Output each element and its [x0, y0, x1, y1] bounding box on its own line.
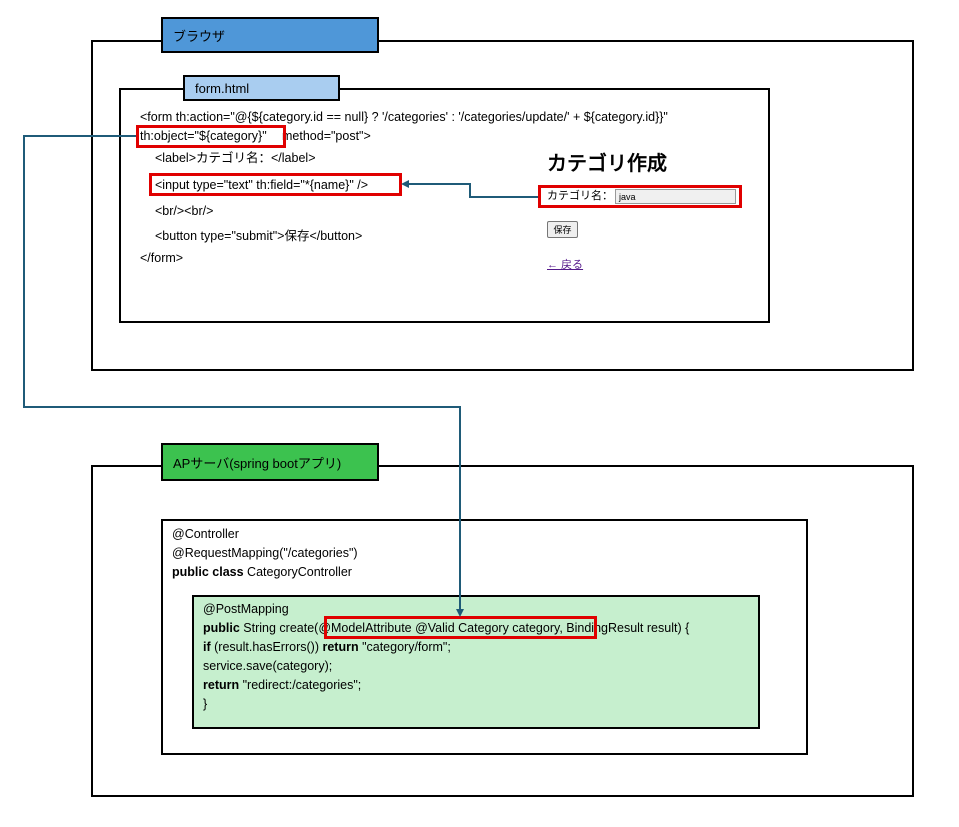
class-name: CategoryController — [243, 565, 352, 579]
preview-category-input[interactable]: java — [615, 189, 736, 204]
method-close-brace: } — [203, 697, 208, 711]
form-html-label: form.html — [183, 75, 340, 101]
preview-save-button[interactable]: 保存 — [547, 221, 578, 238]
if-return-value: "category/form"; — [358, 640, 451, 654]
redirect-value: "redirect:/categories"; — [239, 678, 362, 692]
public-keyword: public — [203, 621, 240, 635]
request-mapping-annotation: @RequestMapping("/categories") — [172, 546, 358, 560]
class-keyword: public class — [172, 565, 244, 579]
form-line-button: <button type="submit">保存</button> — [155, 229, 363, 243]
form-line-br: <br/><br/> — [155, 204, 214, 218]
return-keyword-2: return — [203, 678, 240, 692]
preview-back-link[interactable]: ← 戻る — [547, 259, 584, 271]
class-declaration: public class CategoryController — [172, 566, 352, 579]
highlight-model-attribute — [324, 616, 597, 639]
ap-server-label: APサーバ(spring bootアプリ) — [161, 443, 379, 481]
highlight-preview-field — [538, 185, 742, 208]
preview-field-label: カテゴリ名： — [547, 190, 613, 202]
if-keyword: if — [203, 640, 211, 654]
if-condition: (result.hasErrors()) — [210, 640, 323, 654]
form-line-method: method="post"> — [282, 129, 371, 143]
signature-end: , BindingResult result) { — [559, 621, 690, 635]
highlight-th-object — [136, 125, 286, 148]
post-mapping-annotation: @PostMapping — [203, 602, 289, 616]
save-line: service.save(category); — [203, 659, 333, 673]
if-line: if (result.hasErrors()) return "category… — [203, 641, 451, 654]
signature-start: String create( — [239, 621, 319, 635]
form-line-label: <label>カテゴリ名：</label> — [155, 151, 316, 165]
return-keyword: return — [322, 640, 359, 654]
form-line-1: <form th:action="@{${category.id == null… — [140, 110, 668, 124]
redirect-line: return "redirect:/categories"; — [203, 679, 361, 692]
model-attribute-param: @ModelAttribute @Valid Category category — [318, 621, 560, 635]
controller-annotation: @Controller — [172, 527, 239, 541]
preview-title: カテゴリ作成 — [547, 153, 667, 175]
highlight-input-field — [149, 173, 402, 196]
form-line-close: </form> — [140, 251, 184, 265]
method-signature: public String create(@ModelAttribute @Va… — [203, 622, 689, 635]
browser-label: ブラウザ — [161, 17, 379, 53]
